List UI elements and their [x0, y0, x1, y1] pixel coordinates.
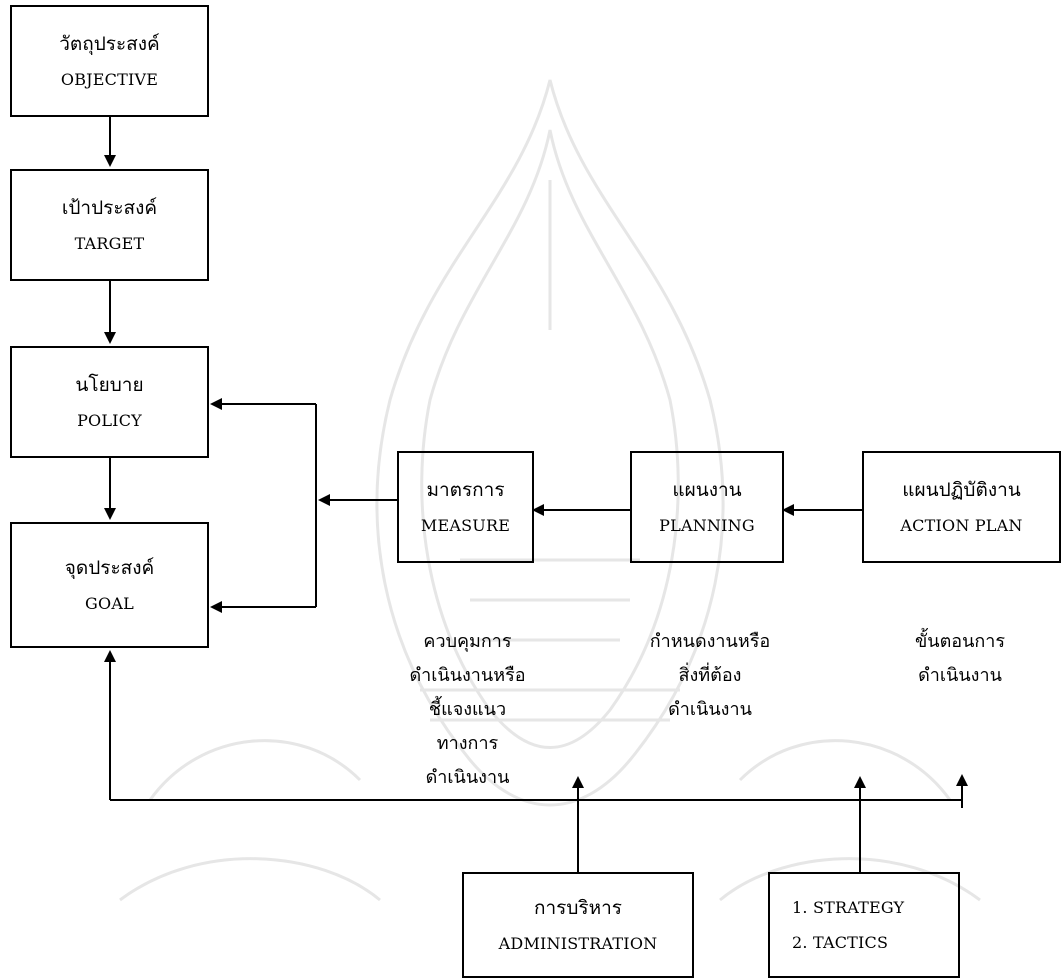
measure-thai-label: มาตรการ	[426, 479, 505, 501]
planning-note-line: กำหนดงานหรือ	[649, 631, 771, 652]
action-plan-english-label: ACTION PLAN	[900, 515, 1023, 535]
action-plan-box: แผนปฏิบัติงาน ACTION PLAN	[862, 451, 1061, 563]
planning-note-line: สิ่งที่ต้อง	[678, 665, 742, 686]
measure-note-line: ชี้แจงแนว	[428, 699, 507, 720]
measure-note-line: ควบคุมการ	[423, 631, 512, 652]
measure-box: มาตรการ MEASURE	[397, 451, 534, 563]
policy-thai-label: นโยบาย	[75, 374, 144, 396]
target-box: เป้าประสงค์ TARGET	[10, 169, 209, 281]
administration-box: การบริหาร ADMINISTRATION	[462, 872, 694, 978]
administration-english-label: ADMINISTRATION	[498, 933, 658, 953]
strategy-label: 1. STRATEGY	[792, 897, 905, 917]
objective-thai-label: วัตถุประสงค์	[59, 33, 160, 55]
measure-note-line: ดำเนินงานหรือ	[409, 665, 526, 686]
action-plan-note-line: ดำเนินงาน	[918, 665, 1002, 686]
planning-english-label: PLANNING	[659, 515, 755, 535]
goal-box: จุดประสงค์ GOAL	[10, 522, 209, 648]
planning-note: กำหนดงานหรือ สิ่งที่ต้อง ดำเนินงาน	[630, 625, 790, 727]
action-plan-note-line: ขั้นตอนการ	[914, 631, 1006, 652]
planning-box: แผนงาน PLANNING	[630, 451, 784, 563]
action-plan-note: ขั้นตอนการ ดำเนินงาน	[865, 625, 1055, 693]
action-plan-thai-label: แผนปฏิบัติงาน	[902, 479, 1021, 501]
goal-english-label: GOAL	[85, 593, 134, 613]
administration-thai-label: การบริหาร	[533, 897, 623, 919]
measure-note-line: ดำเนินงาน	[425, 767, 510, 788]
policy-box: นโยบาย POLICY	[10, 346, 209, 458]
objective-english-label: OBJECTIVE	[60, 69, 159, 89]
measure-note: ควบคุมการ ดำเนินงานหรือ ชี้แจงแนว ทางการ…	[395, 625, 540, 795]
tactics-label: 2. TACTICS	[792, 933, 889, 952]
planning-note-line: ดำเนินงาน	[668, 699, 752, 720]
measure-english-label: MEASURE	[420, 515, 511, 535]
policy-english-label: POLICY	[77, 410, 142, 430]
strategy-box: 1. STRATEGY 2. TACTICS	[768, 872, 960, 978]
target-thai-label: เป้าประสงค์	[61, 197, 158, 219]
target-english-label: TARGET	[74, 233, 145, 253]
measure-note-line: ทางการ	[436, 733, 499, 754]
goal-thai-label: จุดประสงค์	[64, 557, 155, 579]
planning-thai-label: แผนงาน	[672, 479, 742, 501]
objective-box: วัตถุประสงค์ OBJECTIVE	[10, 5, 209, 117]
